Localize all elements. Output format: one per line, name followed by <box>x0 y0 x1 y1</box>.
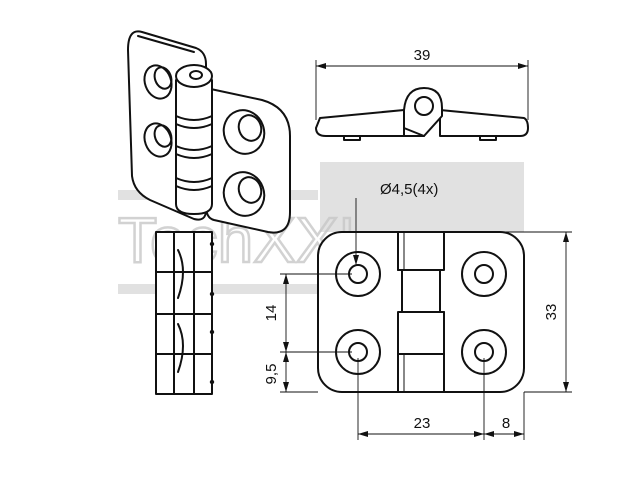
dimension-39: 39 <box>414 47 431 64</box>
hinge-isometric-view <box>127 30 291 234</box>
front-view-dimensions: Ø4,5(4x) 14 9,5 33 23 8 <box>263 181 572 440</box>
dimension-9-5: 9,5 <box>263 364 280 385</box>
dimension-23: 23 <box>414 415 431 432</box>
dimension-8: 8 <box>502 415 510 432</box>
hinge-front-view <box>317 231 525 393</box>
dimension-14: 14 <box>263 305 280 322</box>
dimension-33: 33 <box>543 304 560 321</box>
hinge-top-view: 39 <box>315 47 529 141</box>
hinge-side-view <box>155 231 215 395</box>
dimension-hole-diameter: Ø4,5(4x) <box>380 181 438 198</box>
